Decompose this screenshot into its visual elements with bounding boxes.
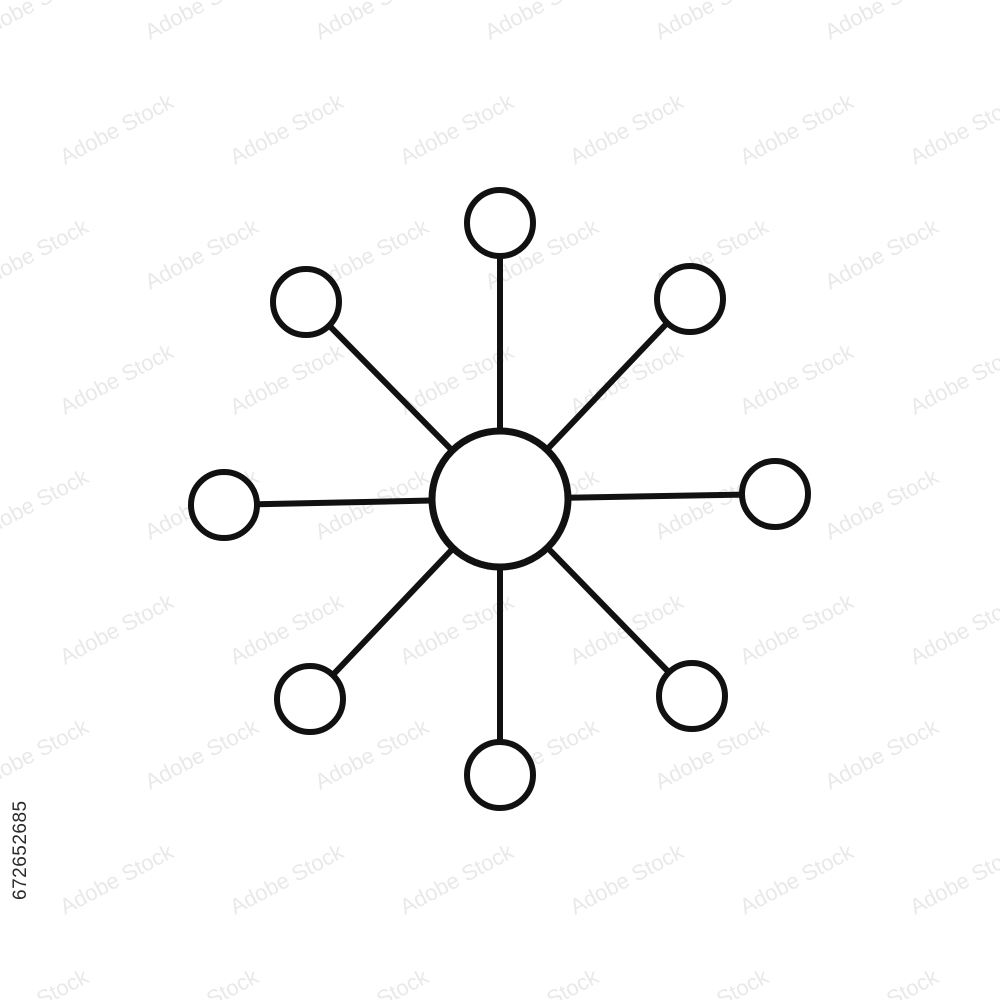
node-bottom-right — [656, 660, 728, 732]
central-node — [428, 427, 572, 571]
node-top-left — [270, 266, 342, 338]
node-left — [188, 469, 260, 541]
spoke-left — [256, 497, 433, 508]
spoke-top-left — [327, 323, 455, 453]
spoke-right — [567, 491, 743, 501]
spoke-bottom-right — [545, 545, 672, 675]
node-bottom-left — [274, 663, 346, 735]
node-right — [739, 458, 811, 530]
node-top-right — [654, 263, 726, 335]
stock-id-label: 672652685 — [10, 800, 31, 900]
spoke-bottom-left — [330, 546, 456, 678]
spoke-top-right — [544, 320, 670, 452]
node-bottom — [464, 739, 536, 811]
node-top — [464, 187, 536, 259]
